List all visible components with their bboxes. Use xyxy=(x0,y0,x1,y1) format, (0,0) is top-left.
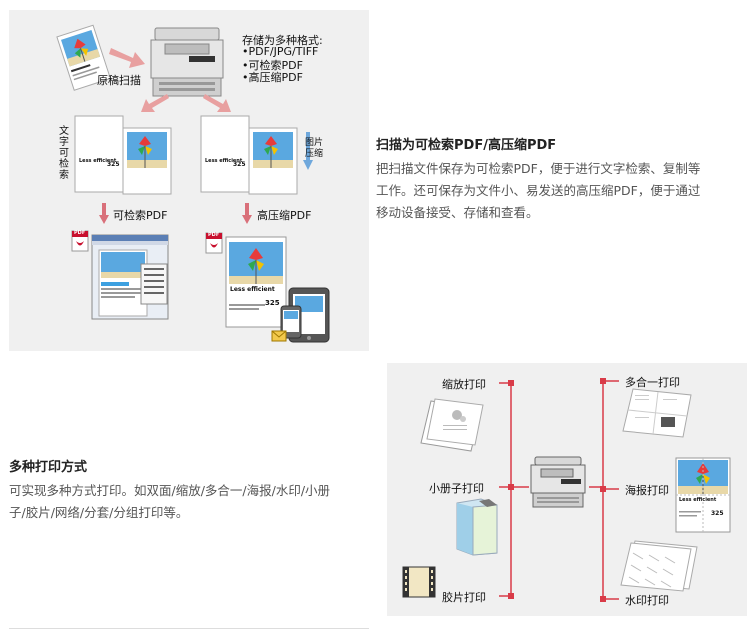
connector-lines xyxy=(499,378,619,602)
zoom-print-pages xyxy=(420,398,484,452)
pdf-badge-label: PDF xyxy=(74,230,86,236)
scan-desc-line-1: 把扫描文件保存为可检索PDF，便于进行文字检索、复制等 xyxy=(376,161,701,176)
pdf-badge-label: PDF xyxy=(208,232,220,238)
film-print-label: 胶片打印 xyxy=(442,591,486,604)
original-document-icon xyxy=(56,24,111,91)
sample-page-number-right: 325 xyxy=(233,161,246,168)
booklet-print-label: 小册子打印 xyxy=(429,482,484,495)
format-item-2: •可检索PDF xyxy=(242,59,303,72)
format-item-3: •高压缩PDF xyxy=(242,71,303,84)
scanned-document-right xyxy=(200,115,298,195)
arrow-right-icon xyxy=(109,48,145,68)
scan-desc-line-3: 移动设备接受、存储和查看。 xyxy=(376,205,539,220)
scan-desc-line-2: 工作。还可保存为文件小、易发送的高压缩PDF，便于通过 xyxy=(376,183,701,198)
watermark-print-label: 水印打印 xyxy=(625,594,669,607)
pdf-viewer-window xyxy=(91,234,169,320)
arrow-down-icon xyxy=(242,203,252,224)
print-feature-title: 多种打印方式 xyxy=(9,460,88,475)
poster-print-page xyxy=(675,457,731,533)
printer-icon xyxy=(150,27,224,97)
nup-print-pages xyxy=(622,388,692,438)
printer-icon xyxy=(530,456,586,508)
zoom-print-label: 缩放打印 xyxy=(442,378,486,391)
film-strip-icon xyxy=(402,566,436,598)
pdf-file-icon: PDF xyxy=(71,230,89,252)
poster-print-label: 海报打印 xyxy=(625,484,669,497)
poster-page-title: Less efficient xyxy=(679,497,717,503)
compressed-pdf-label: 高压缩PDF xyxy=(257,209,312,222)
watermark-print-pages xyxy=(620,540,698,592)
arrow-down-left-icon xyxy=(141,94,169,112)
scanned-document-left xyxy=(74,115,172,195)
print-feature-description: 可实现多种方式打印。如双面/缩放/多合一/海报/水印/小册 子/胶片/网络/分套… xyxy=(9,480,330,524)
print-desc-line-1: 可实现多种方式打印。如双面/缩放/多合一/海报/水印/小册 xyxy=(9,483,331,498)
searchable-pdf-label: 可检索PDF xyxy=(113,209,168,222)
sample-page-title-right: Less efficient xyxy=(205,158,243,164)
pdf-file-icon: PDF xyxy=(205,232,223,254)
scan-feature-illustration: 原稿扫描 存储为多种格式: •PDF/JPG/TIFF •可检索PDF •高压缩… xyxy=(9,10,369,351)
original-scan-label: 原稿扫描 xyxy=(97,74,141,87)
arrow-down-blue-icon xyxy=(303,132,313,170)
sample-page-number-pdf: 325 xyxy=(265,299,280,307)
poster-page-number: 325 xyxy=(711,510,724,517)
arrow-down-right-icon xyxy=(203,94,231,112)
scan-feature-title: 扫描为可检索PDF/高压缩PDF xyxy=(376,138,557,153)
print-modes-diagram: 缩放打印 小册子打印 胶片打印 多合一打印 海报打印 水印打印 xyxy=(387,363,747,616)
format-item-1: •PDF/JPG/TIFF xyxy=(242,45,319,58)
image-compress-label: 图片压缩 xyxy=(305,138,324,159)
text-searchable-label: 文字可检索 xyxy=(59,126,69,181)
print-desc-line-2: 子/胶片/网络/分套/分组打印等。 xyxy=(9,505,189,520)
mail-envelope-icon xyxy=(271,330,287,342)
formats-title: 存储为多种格式: xyxy=(242,34,323,47)
sample-page-title-pdf: Less efficient xyxy=(230,286,275,293)
bottom-divider xyxy=(9,628,369,629)
arrow-down-icon xyxy=(99,203,109,224)
compressed-pdf-page xyxy=(225,236,287,328)
sample-page-title-left: Less efficient xyxy=(79,158,117,164)
sample-page-number-left: 325 xyxy=(107,161,120,168)
booklet-icon xyxy=(456,498,498,556)
mobile-device-icon xyxy=(280,287,330,343)
nup-print-label: 多合一打印 xyxy=(625,376,680,389)
scan-feature-description: 把扫描文件保存为可检索PDF，便于进行文字检索、复制等 工作。还可保存为文件小、… xyxy=(376,158,700,224)
